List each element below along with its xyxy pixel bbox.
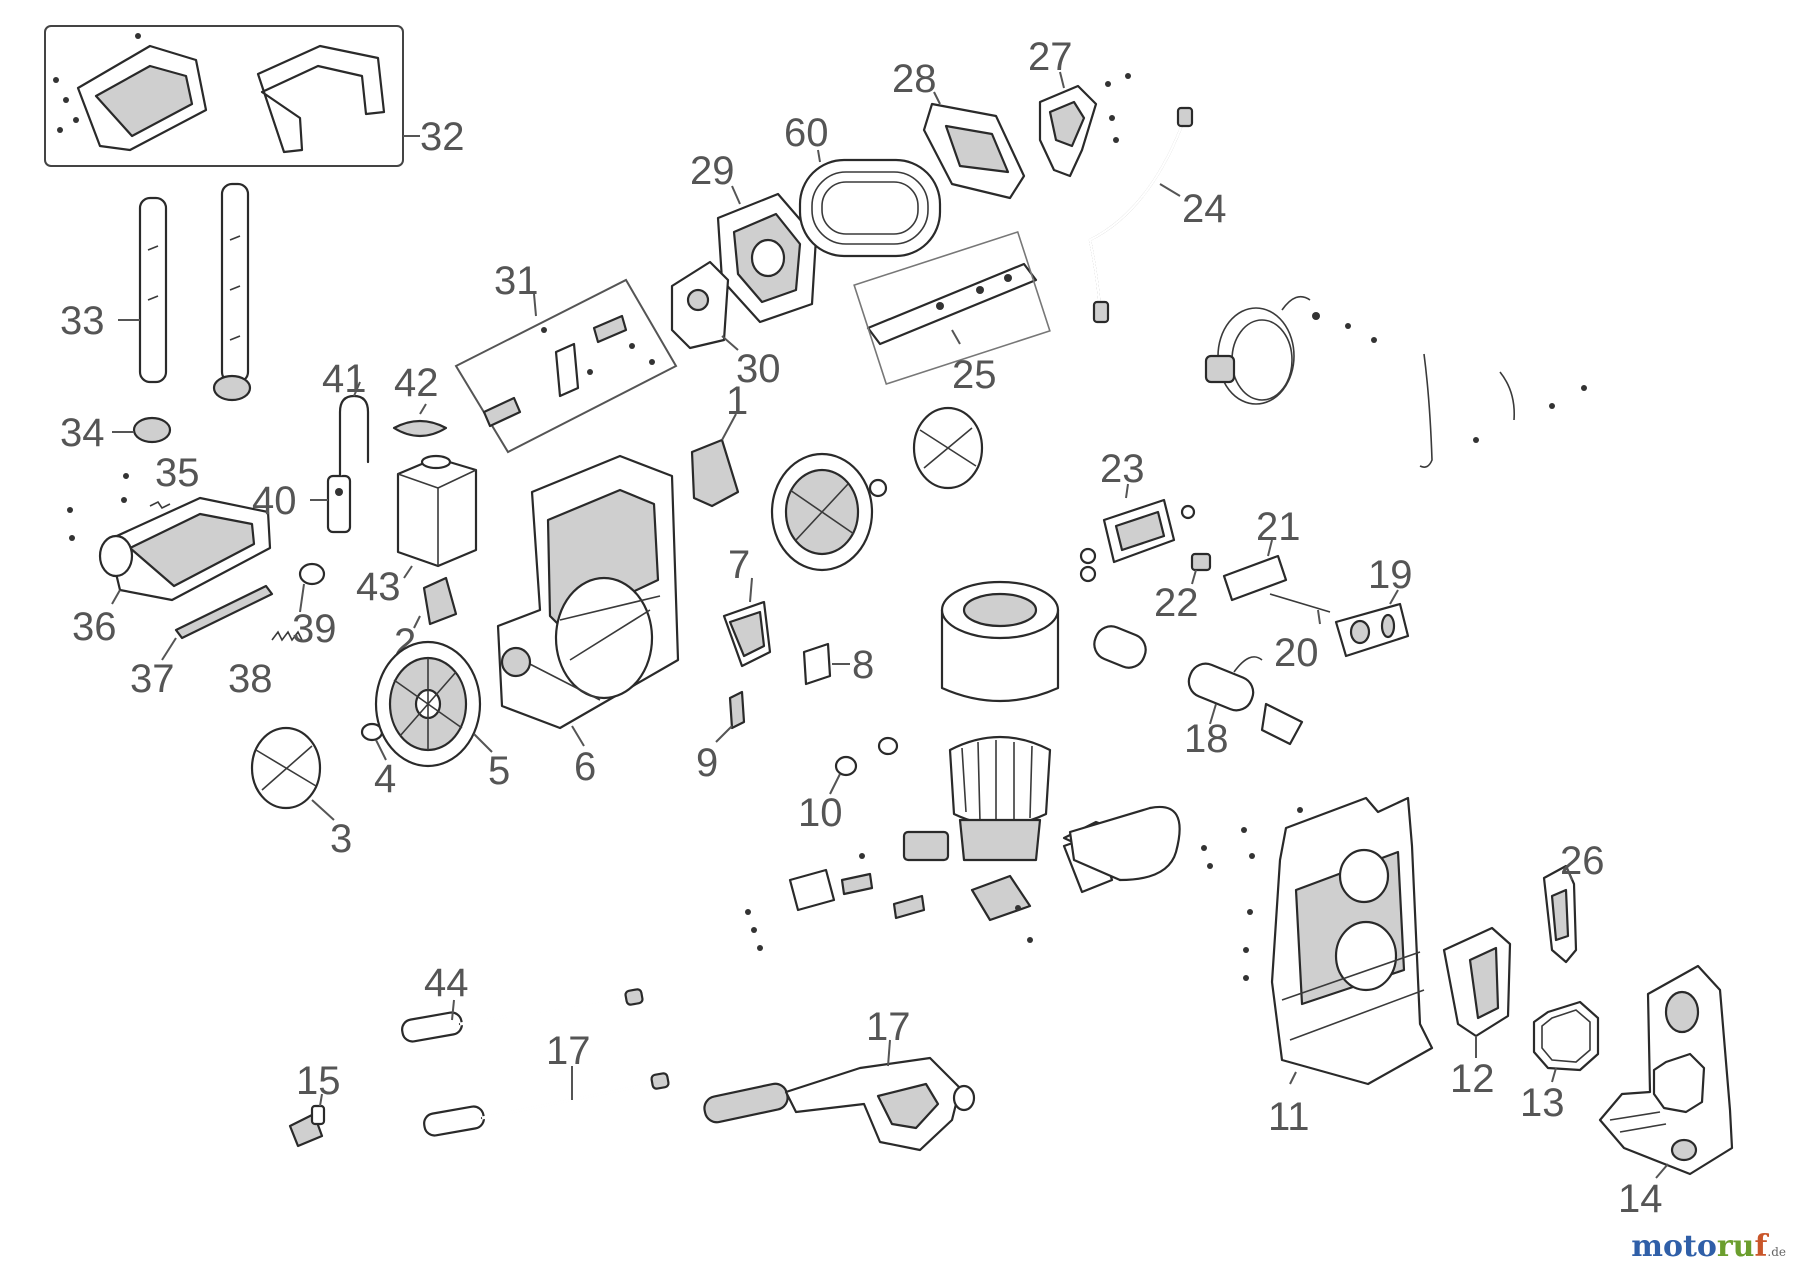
part-15-nozzle — [288, 1093, 326, 1148]
watermark-part-c: f — [1754, 1229, 1768, 1264]
label-17-lance: 17 — [546, 1029, 591, 1073]
part-60-coil — [798, 149, 942, 258]
part-5-wheel — [374, 640, 493, 768]
label-3: 3 — [330, 817, 352, 861]
part-2-clip — [413, 576, 458, 629]
part-39-cap — [298, 562, 326, 613]
label-19: 19 — [1368, 553, 1413, 597]
part-7-nozzle-holder — [722, 577, 772, 668]
label-18: 18 — [1184, 717, 1229, 761]
label-37: 37 — [130, 657, 175, 701]
part-34-nut — [112, 374, 252, 444]
part-25-rail — [853, 230, 1051, 386]
part-1-holder — [690, 413, 740, 508]
part-24-hose — [1088, 106, 1194, 324]
label-20: 20 — [1274, 631, 1319, 675]
part-11-rear-housing — [1241, 796, 1434, 1086]
label-22: 22 — [1154, 581, 1199, 625]
label-41: 41 — [322, 357, 367, 401]
part-motor-assembly — [745, 580, 1132, 951]
label-60: 60 — [784, 111, 829, 155]
label-30: 30 — [736, 347, 781, 391]
label-11: 11 — [1268, 1095, 1310, 1139]
part-36-base-frame — [67, 473, 272, 605]
part-19-knob-plate — [1334, 589, 1410, 658]
label-1: 1 — [726, 379, 748, 423]
part-22-connector — [1190, 552, 1212, 585]
part-29-end-plate — [716, 185, 818, 324]
part-17-spray-gun — [703, 1039, 976, 1152]
label-6: 6 — [574, 745, 596, 789]
label-12: 12 — [1450, 1057, 1495, 1101]
label-43: 43 — [356, 565, 401, 609]
label-44: 44 — [424, 961, 469, 1005]
label-8: 8 — [852, 643, 874, 687]
watermark-logo: motoruf.de — [1631, 1229, 1786, 1264]
label-21: 21 — [1256, 505, 1301, 549]
part-6-main-housing — [496, 454, 680, 747]
label-24: 24 — [1182, 187, 1227, 231]
label-35: 35 — [155, 451, 200, 495]
label-10: 10 — [798, 791, 843, 835]
watermark-part-b: ru — [1716, 1229, 1755, 1264]
label-28: 28 — [892, 57, 937, 101]
label-25: 25 — [952, 353, 997, 397]
part-32-handle-kit — [44, 25, 420, 167]
watermark-part-a: moto — [1631, 1229, 1717, 1264]
label-15: 15 — [296, 1059, 341, 1103]
part-41-hook — [338, 381, 370, 478]
part-20-rod — [1269, 593, 1331, 625]
label-29: 29 — [690, 149, 735, 193]
part-8-plate — [802, 642, 850, 686]
label-14: 14 — [1618, 1177, 1663, 1221]
part-37-clip-bar — [161, 584, 274, 661]
label-7: 7 — [728, 543, 750, 587]
part-9-bracket — [715, 690, 746, 743]
part-27-trigger-housing — [1038, 71, 1131, 178]
label-26: 26 — [1560, 839, 1605, 883]
part-40-bracket — [310, 474, 352, 534]
part-23-switch-box — [1079, 483, 1196, 583]
label-32: 32 — [420, 115, 465, 159]
label-40: 40 — [252, 479, 297, 523]
part-28-cover — [922, 91, 1026, 200]
label-34: 34 — [60, 411, 105, 455]
part-motor-clamp — [1068, 805, 1213, 882]
part-power-cable — [1204, 295, 1587, 468]
part-38-spring — [271, 630, 303, 642]
label-36: 36 — [72, 605, 117, 649]
watermark-part-d: .de — [1767, 1245, 1786, 1259]
part-26-latch — [1542, 864, 1578, 964]
label-38: 38 — [228, 657, 273, 701]
part-43-tank — [396, 454, 478, 579]
part-30-mount — [670, 260, 739, 351]
label-23: 23 — [1100, 447, 1145, 491]
label-4: 4 — [374, 757, 396, 801]
part-31-valve-kit — [454, 278, 678, 454]
part-17-lance — [423, 1066, 670, 1137]
part-13-octagon-seal — [1532, 1000, 1600, 1083]
part-10-grommet — [829, 736, 899, 795]
part-3-hub — [250, 726, 335, 821]
label-39: 39 — [292, 607, 337, 651]
part-18-capacitor — [1093, 625, 1304, 746]
label-9: 9 — [696, 741, 718, 785]
label-42: 42 — [394, 361, 439, 405]
part-33-tubes — [118, 182, 250, 384]
part-wheel-right — [770, 406, 984, 572]
part-21-pcb — [1222, 539, 1288, 602]
part-12-side-panel — [1442, 926, 1512, 1058]
label-27: 27 — [1028, 35, 1073, 79]
label-13: 13 — [1520, 1081, 1565, 1125]
part-44-lance — [401, 988, 644, 1043]
label-33: 33 — [60, 299, 105, 343]
label-5: 5 — [488, 749, 510, 793]
part-42-tank-cap — [392, 403, 448, 438]
label-31: 31 — [494, 259, 539, 303]
label-17-gun: 17 — [866, 1005, 911, 1049]
part-14-front-cover — [1598, 964, 1734, 1179]
